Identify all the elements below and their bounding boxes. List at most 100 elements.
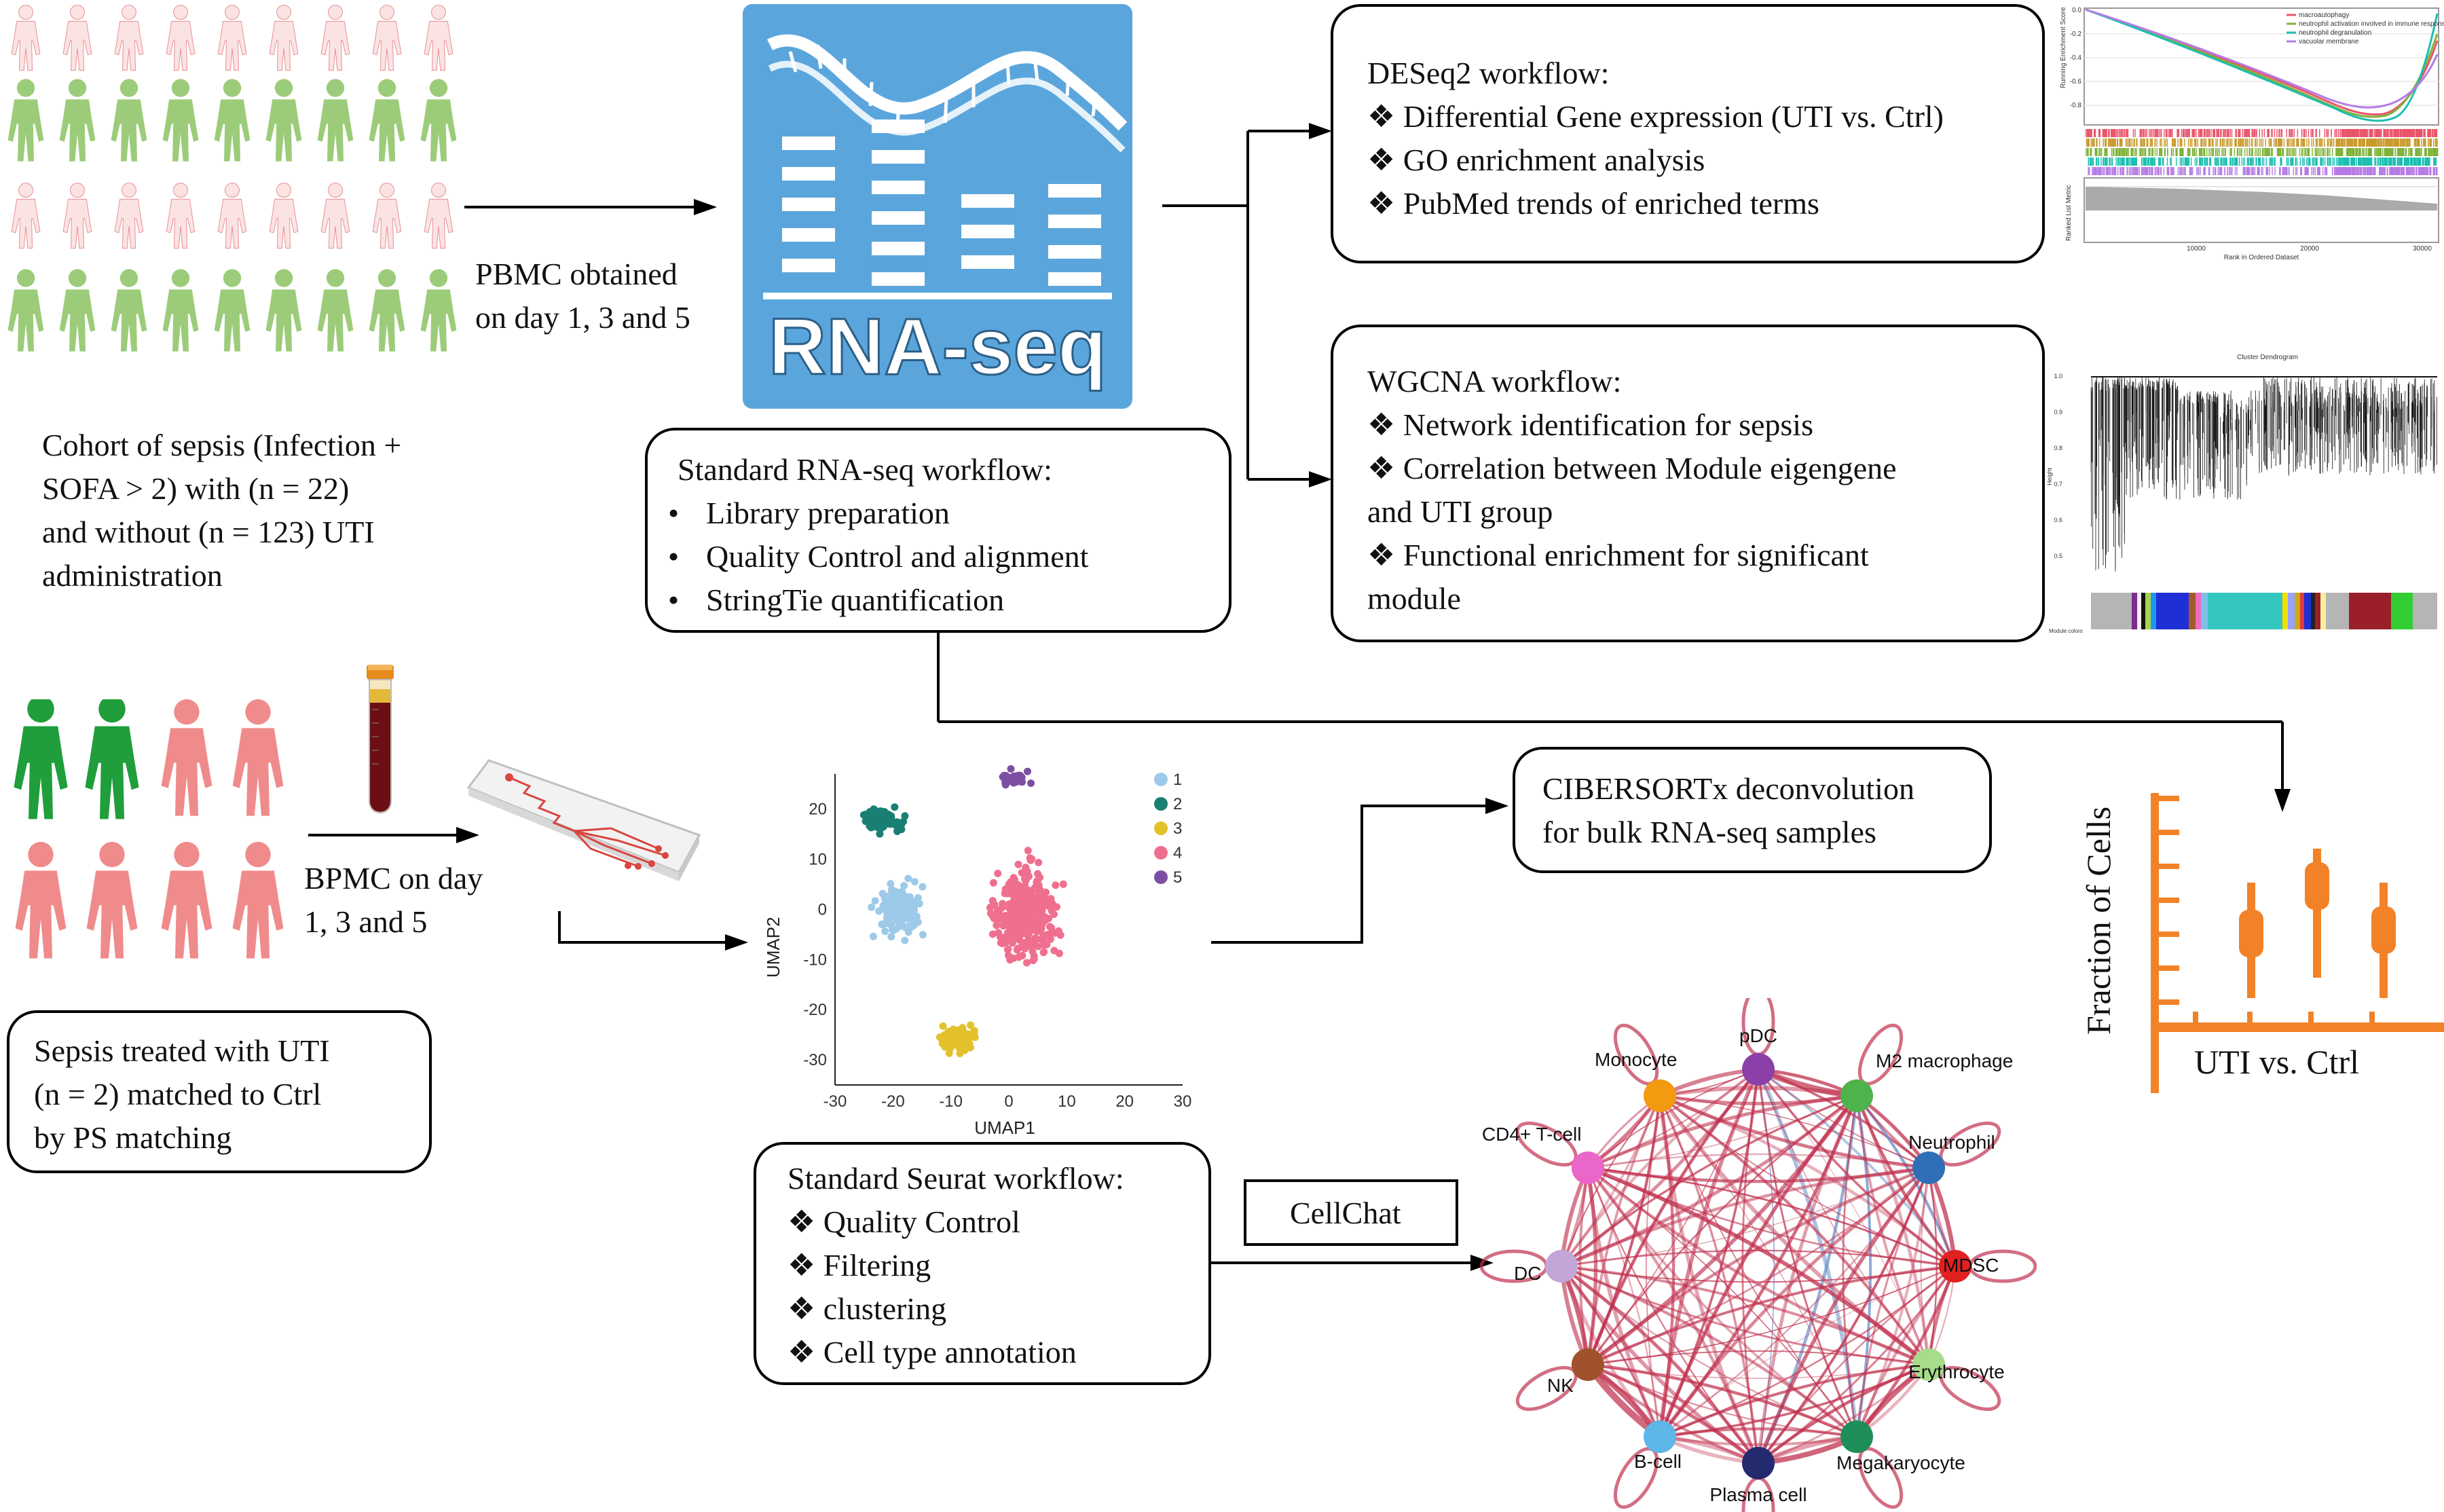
gsea-hit-mark [2156,129,2158,137]
gsea-hit-mark [2145,167,2147,175]
gsea-hit-mark [2410,129,2412,137]
umap-point-cluster-4 [1013,946,1021,954]
gsea-hit-mark [2346,129,2348,137]
gsea-hit-mark [2353,139,2354,147]
gsea-hit-mark [2246,148,2248,156]
umap-point-cluster-4 [1033,877,1041,885]
gsea-legend: macroautophagy neutrophil activation inv… [2286,12,2444,45]
gsea-hit-mark [2144,139,2145,147]
gsea-hit-mark [2215,167,2217,175]
gsea-hit-mark [2143,167,2145,175]
cellchat-edge [1855,1167,1930,1437]
gsea-hit-mark [2198,129,2200,137]
gsea-hit-mark [2115,158,2117,166]
gsea-hit-mark [2107,139,2109,147]
gsea-hit-mark [2229,148,2231,156]
gsea-hit-mark [2094,129,2095,137]
gsea-hit-mark [2380,167,2382,175]
gsea-hit-mark [2208,139,2210,147]
gsea-hit-mark [2367,158,2369,166]
gsea-hit-mark [2429,139,2431,147]
gsea-hit-mark [2411,158,2413,166]
cellchat-node-plasma-cell [1742,1447,1775,1479]
gsea-hit-mark [2434,158,2436,166]
umap-point-cluster-4 [1020,919,1029,927]
gsea-hit-mark [2151,148,2153,156]
gsea-hit-mark [2435,148,2437,156]
gsea-hit-mark [2096,148,2098,156]
gsea-hit-mark [2166,158,2168,166]
gsea-hit-mark [2350,129,2352,137]
gsea-hit-mark [2363,139,2364,147]
gsea-hit-mark [2204,139,2205,147]
gsea-hit-mark [2122,158,2124,166]
umap-point-cluster-4 [1024,940,1033,948]
gsea-hit-mark [2422,167,2424,175]
gsea-hit-mark [2377,148,2379,156]
cellchat-node-pdc [1742,1053,1775,1086]
gsea-hit-mark [2407,158,2409,166]
gsea-hit-mark [2286,139,2288,147]
module-color-segment [2196,593,2201,629]
gsea-hit-mark [2428,148,2430,156]
gsea-hit-mark [2392,129,2393,137]
gsea-hit-mark [2189,148,2191,156]
gsea-hit-mark [2360,167,2361,175]
umap-point-cluster-3 [944,1035,952,1043]
gsea-hit-mark [2387,139,2389,147]
gsea-hit-mark [2234,139,2236,147]
wgcna-title: WGCNA workflow: [1367,364,1622,399]
gsea-hit-mark [2433,158,2434,166]
gsea-hit-mark [2280,129,2282,137]
cellchat-node-cd4-t-cell [1571,1151,1604,1184]
gsea-hit-mark [2335,129,2337,137]
gsea-hit-mark [2419,148,2421,156]
gsea-hit-mark [2088,158,2089,166]
gsea-hit-mark [2179,167,2181,175]
gsea-hit-mark [2227,139,2229,147]
umap-point-cluster-4 [1043,932,1052,940]
gsea-hit-mark [2276,148,2278,156]
gsea-hit-mark [2420,167,2422,175]
seurat-title: Standard Seurat workflow: [788,1161,1124,1196]
cellchat-node-megakaryocyte [1840,1420,1873,1454]
gsea-hit-mark [2242,129,2244,137]
gsea-hit-mark [2132,167,2134,175]
gsea-hit-mark [2413,129,2415,137]
cellchat-node-label: CD4+ T-cell [1482,1124,1582,1145]
gsea-hit-mark [2424,129,2426,137]
gsea-hit-mark [2323,139,2325,147]
svg-text:-0.4: -0.4 [2070,54,2082,62]
gsea-hit-mark [2346,158,2347,166]
gsea-hit-mark [2429,167,2430,175]
gsea-hit-mark [2415,158,2418,166]
gsea-hit-mark [2388,139,2390,147]
person-icon [86,841,138,959]
gsea-hit-mark [2234,167,2236,175]
cellchat-edge [1757,1363,1929,1464]
cellchat-edge [1659,1094,1929,1170]
gsea-hit-mark [2271,129,2272,137]
gsea-hit-mark [2121,158,2122,166]
gsea-hit-mark [2111,129,2113,137]
gsea-hit-mark [2155,129,2158,137]
umap-point-cluster-1 [887,933,895,941]
umap-point-cluster-1 [915,900,923,908]
gsea-hit-mark [2390,158,2392,166]
gsea-hit-mark [2367,139,2368,147]
gsea-hit-mark [2090,158,2092,166]
gsea-hit-mark [2113,129,2115,137]
gsea-hit-mark [2134,167,2136,175]
gsea-hit-mark [2099,139,2100,147]
gsea-hit-mark [2364,158,2365,166]
gsea-hit-mark [2140,139,2141,147]
gsea-hit-mark [2428,158,2430,166]
module-color-segment [2141,593,2145,629]
seurat-item: ❖ Cell type annotation [788,1335,1077,1369]
gsea-hit-mark [2347,158,2349,166]
gsea-hit-mark [2133,139,2134,147]
gsea-hit-mark [2392,158,2394,166]
gsea-hit-mark [2411,148,2413,156]
umap-point-cluster-4 [993,921,1001,929]
gsea-hit-mark [2402,148,2403,156]
